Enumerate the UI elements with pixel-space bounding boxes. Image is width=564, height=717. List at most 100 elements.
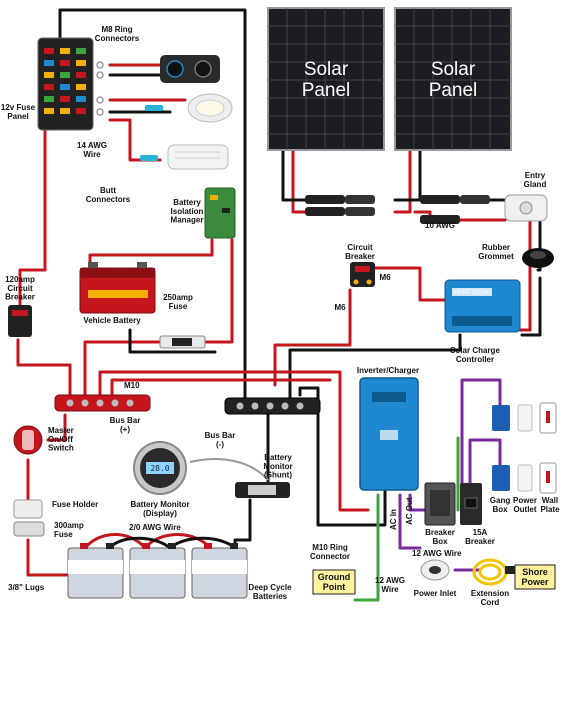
rubber-grommet-icon [522, 248, 554, 268]
label-ac-in: AC In [389, 509, 398, 530]
display-cable [189, 458, 269, 481]
ac-to-outlet2 [468, 438, 502, 512]
label-inverter-charger: Inverter/Charger [357, 366, 419, 375]
shunt-icon [235, 482, 290, 498]
ground-wire [353, 493, 380, 602]
breaker-120-icon [8, 305, 32, 337]
label-lugs: 3/8" Lugs [8, 583, 45, 592]
solar2-neg-wire [393, 148, 422, 202]
breaker-box-icon [424, 482, 456, 526]
gland-to-grommet [536, 220, 542, 272]
battery-isolation-manager-icon [204, 187, 236, 239]
charge-controller-icon: MPPT 100|30 [444, 279, 521, 333]
bim-to-fuse250 [203, 238, 234, 344]
busbar-to-inverter-pos2 [110, 378, 332, 397]
breaker-icon [460, 483, 482, 525]
ac-out-wire [408, 493, 432, 512]
battery-link-neg-2 [168, 536, 237, 550]
ring-connectors-icon [96, 61, 104, 116]
vent-fan-icon [167, 144, 229, 170]
label-2-0-awg: 2/0 AWG Wire [129, 523, 181, 532]
gland-to-controller-pos [518, 220, 532, 332]
label-10awg: 10 AWG [425, 221, 455, 230]
breaker-to-busbar [16, 338, 72, 400]
mc4-connectors [305, 195, 490, 224]
label-bus-bar-neg: Bus Bar(-) [205, 431, 236, 449]
label-vehicle-battery: Vehicle Battery [83, 316, 141, 325]
grommet-to-controller [520, 276, 542, 337]
switch-icon [13, 425, 43, 455]
fuse-to-battery [26, 538, 72, 577]
gang-box-icon [492, 405, 510, 431]
solar2-pos-wire [393, 148, 412, 214]
label-battery-monitor-display: Battery Monitor(Display) [130, 500, 189, 518]
svg-text:MPPT 100|30: MPPT 100|30 [454, 290, 491, 296]
ac-to-outlet1 [460, 378, 502, 512]
busbar-negative-icon [224, 397, 321, 415]
fuse-250-icon [159, 335, 206, 349]
branch-fan [108, 118, 162, 162]
car-battery-icon [79, 262, 156, 314]
fuse-holder-icon [13, 499, 45, 537]
label-12awg-b: 12 AWG Wire [412, 549, 462, 558]
extension-cord-icon [472, 558, 515, 586]
label-bus-bar-pos: Bus Bar(+) [110, 416, 141, 434]
deep-cycle-battery-icon [191, 543, 248, 599]
busbar-to-inverter-pos [98, 370, 370, 512]
power-inlet-icon [420, 559, 450, 581]
breaker-to-busbar-pos [273, 288, 352, 387]
label-m6-a: M6 [379, 273, 391, 282]
solar1-pos-wire [291, 148, 307, 214]
deep-cycle-batteries [67, 543, 248, 599]
busbar-positive-icon [54, 394, 151, 412]
inverter-icon [359, 377, 419, 491]
fuse-panel-icon [37, 37, 94, 131]
led-light-icon [187, 93, 233, 123]
label-m10: M10 [124, 381, 140, 390]
label-fuse-holder: Fuse Holder [52, 500, 98, 509]
ac-in-wire [398, 493, 422, 550]
deep-cycle-battery-icon [67, 543, 124, 599]
label-m6-b: M6 [334, 303, 346, 312]
label-ac-out: AC Out [405, 497, 414, 525]
battery-to-shunt [233, 498, 252, 550]
battery-link-pos-1 [83, 533, 147, 550]
butt-connectors-icon [140, 105, 163, 161]
battery-monitor-display-icon: 28.0 [133, 441, 187, 495]
vehicle-neg [128, 328, 217, 354]
usb-socket-icon [160, 55, 220, 83]
fuse250-to-busbar [83, 340, 162, 400]
outlet-icon [517, 404, 533, 432]
outlet-icon [517, 464, 533, 492]
solar1-neg-wire [281, 148, 307, 202]
controller-to-busbar-neg [288, 333, 462, 400]
vehicle-to-bim [88, 238, 214, 270]
label-power-inlet: Power Inlet [414, 589, 457, 598]
circuit-breaker-top-icon [350, 262, 375, 287]
gang-box-icon [492, 465, 510, 491]
